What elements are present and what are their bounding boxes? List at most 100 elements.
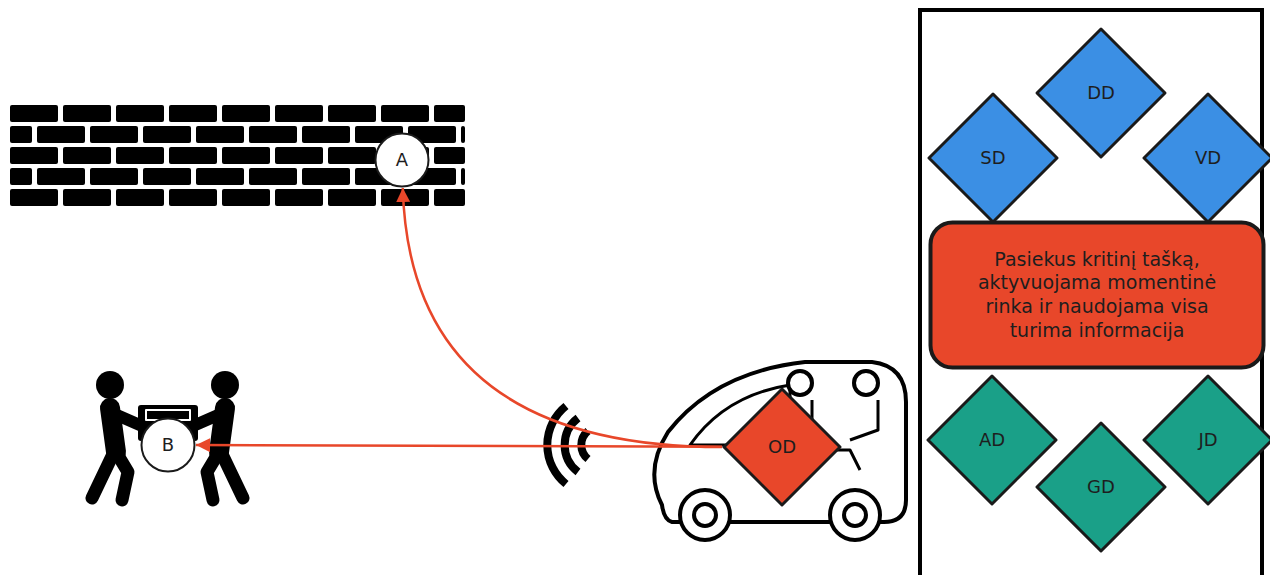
text-column: AD bbox=[979, 429, 1005, 452]
text-holder: OD bbox=[722, 387, 842, 507]
person-leg bbox=[207, 452, 219, 500]
text-column: GD bbox=[1087, 476, 1115, 499]
wifi-arc bbox=[547, 406, 566, 484]
brick bbox=[116, 147, 164, 164]
text-holder: B bbox=[140, 417, 196, 473]
brick bbox=[37, 168, 85, 185]
circle-shape bbox=[142, 419, 195, 472]
text-column: JD bbox=[1198, 429, 1217, 452]
signal-arrow bbox=[403, 188, 722, 447]
person-arm bbox=[110, 412, 142, 426]
decision-diamond: OD bbox=[722, 387, 842, 507]
brick bbox=[222, 189, 270, 206]
brick bbox=[461, 126, 465, 143]
wifi-arc bbox=[581, 431, 588, 459]
text-column: B bbox=[162, 434, 174, 457]
brick bbox=[249, 168, 297, 185]
car-hub bbox=[694, 504, 716, 526]
brick bbox=[37, 126, 85, 143]
brick bbox=[196, 168, 244, 185]
brick bbox=[169, 147, 217, 164]
callout-circle: A bbox=[374, 132, 430, 188]
diamond-shape bbox=[1144, 94, 1270, 222]
brick bbox=[10, 189, 58, 206]
brick bbox=[275, 189, 323, 206]
node-label: VD bbox=[1195, 147, 1221, 170]
node-label: GD bbox=[1087, 476, 1115, 499]
node-label: OD bbox=[768, 436, 796, 459]
person-leg bbox=[221, 452, 243, 498]
diamond-shape bbox=[929, 94, 1057, 222]
text-holder: VD bbox=[1142, 92, 1270, 224]
rect-shape bbox=[931, 223, 1264, 368]
brick bbox=[169, 189, 217, 206]
brick bbox=[143, 168, 191, 185]
node-label: AD bbox=[979, 429, 1005, 452]
text-holder: SD bbox=[927, 92, 1059, 224]
decision-diamond: SD bbox=[927, 92, 1059, 224]
node-label: SD bbox=[980, 147, 1005, 170]
wifi-symbol bbox=[547, 406, 588, 484]
people-carrying-box bbox=[92, 371, 243, 500]
brick bbox=[434, 147, 465, 164]
brick bbox=[461, 168, 465, 185]
person-leg bbox=[92, 452, 114, 498]
brick bbox=[10, 147, 58, 164]
brick bbox=[116, 105, 164, 122]
brick bbox=[10, 168, 32, 185]
diamond-shape bbox=[724, 389, 840, 505]
node-label: A bbox=[396, 149, 408, 172]
text-holder: DD bbox=[1035, 27, 1167, 159]
brick bbox=[381, 189, 429, 206]
brick bbox=[116, 189, 164, 206]
car-wheel bbox=[680, 490, 730, 540]
car-illustration bbox=[654, 362, 906, 540]
decision-diamond: DD bbox=[1035, 27, 1167, 159]
brick bbox=[275, 147, 323, 164]
text-holder: JD bbox=[1142, 374, 1270, 506]
brick bbox=[434, 189, 465, 206]
brick bbox=[328, 147, 376, 164]
node-label: DD bbox=[1087, 82, 1115, 105]
circle-shape bbox=[376, 134, 429, 187]
brick-wall bbox=[10, 105, 465, 206]
diamond-shape bbox=[928, 376, 1056, 504]
brick bbox=[63, 147, 111, 164]
diamond-shape bbox=[1144, 376, 1270, 504]
text-column: VD bbox=[1195, 147, 1221, 170]
brick bbox=[143, 126, 191, 143]
brick bbox=[249, 126, 297, 143]
passenger-head bbox=[788, 371, 812, 395]
decision-diamond: VD bbox=[1142, 92, 1270, 224]
node-label: B bbox=[162, 434, 174, 457]
process-box: Pasiekus kritinį tašką, aktyvuojama mome… bbox=[928, 220, 1266, 370]
text-column: A bbox=[396, 149, 408, 172]
text-column: Pasiekus kritinį tašką, aktyvuojama mome… bbox=[962, 248, 1232, 343]
person-head bbox=[96, 371, 124, 399]
diamond-shape bbox=[1037, 29, 1165, 157]
brick bbox=[275, 105, 323, 122]
brick bbox=[90, 126, 138, 143]
brick bbox=[63, 105, 111, 122]
wifi-arc bbox=[565, 418, 578, 472]
text-column: OD bbox=[768, 436, 796, 459]
callout-circle: B bbox=[140, 417, 196, 473]
node-label: JD bbox=[1198, 429, 1217, 452]
brick bbox=[90, 168, 138, 185]
decision-diamond: JD bbox=[1142, 374, 1270, 506]
brick bbox=[381, 105, 429, 122]
node-label: Pasiekus kritinį tašką, aktyvuojama mome… bbox=[962, 248, 1232, 343]
brick bbox=[222, 147, 270, 164]
person-leg bbox=[116, 452, 128, 500]
brick bbox=[328, 189, 376, 206]
car-hub bbox=[844, 504, 866, 526]
brick bbox=[196, 126, 244, 143]
text-holder: Pasiekus kritinį tašką, aktyvuojama mome… bbox=[928, 220, 1266, 370]
passenger-head bbox=[854, 371, 878, 395]
brick bbox=[302, 126, 350, 143]
brick bbox=[222, 105, 270, 122]
passenger-seat bbox=[850, 400, 878, 440]
brick bbox=[328, 105, 376, 122]
text-holder: A bbox=[374, 132, 430, 188]
